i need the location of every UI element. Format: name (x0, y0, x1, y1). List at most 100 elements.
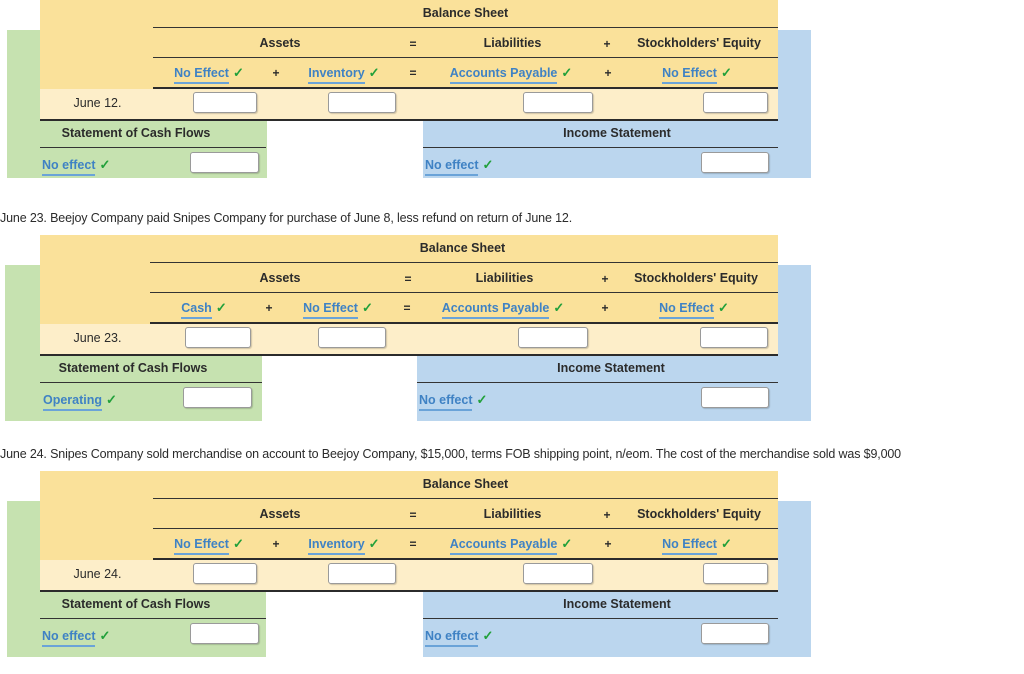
check-icon: ✓ (717, 300, 729, 315)
assets-header: Assets (259, 507, 301, 521)
plus-sign-liabilities: + (601, 301, 609, 315)
entry-date-label: June 23. (73, 331, 122, 345)
assets-amount-input[interactable] (193, 563, 257, 584)
equals-sign-header: = (409, 37, 417, 51)
balance-sheet-underline (153, 498, 778, 499)
cash-flows-effect-link[interactable]: No effect✓ (42, 156, 138, 176)
equity-account-link[interactable]: No Effect✓ (635, 299, 753, 319)
equals-sign-header: = (404, 272, 412, 286)
cash-flows-effect-link[interactable]: Operating✓ (43, 391, 143, 411)
entry-row-underline (40, 354, 778, 356)
transaction-block-june-24: June 24. Snipes Company sold merchandise… (0, 444, 1024, 674)
entry-row-panel (40, 89, 778, 121)
check-icon: ✓ (232, 536, 244, 551)
cash-flows-underline (40, 618, 266, 619)
cash-flows-effect-label: No effect (42, 158, 96, 176)
accounts-row-underline (150, 322, 778, 324)
check-icon: ✓ (368, 536, 380, 551)
income-statement-effect-link[interactable]: No effect✓ (425, 156, 521, 176)
assets-second-amount-input[interactable] (318, 327, 386, 348)
check-icon: ✓ (368, 65, 380, 80)
assets-account-link[interactable]: No Effect✓ (150, 535, 268, 555)
assets-second-amount-input[interactable] (328, 92, 396, 113)
liabilities-amount-input[interactable] (518, 327, 588, 348)
cash-flows-effect-link[interactable]: No effect✓ (42, 627, 138, 647)
check-icon: ✓ (553, 300, 565, 315)
assets-second-account-link[interactable]: Inventory✓ (288, 64, 400, 84)
income-statement-amount-input[interactable] (701, 152, 769, 173)
balance-sheet-title: Balance Sheet (422, 6, 509, 20)
balance-sheet-underline (150, 262, 778, 263)
equity-account-link[interactable]: No Effect✓ (638, 64, 756, 84)
assets-amount-input[interactable] (193, 92, 257, 113)
assets-second-account-label: Inventory (308, 66, 365, 84)
equals-sign-accounts: = (409, 66, 417, 80)
cash-flows-effect-label: No effect (42, 629, 96, 647)
liabilities-header: Liabilities (475, 271, 534, 285)
assets-second-account-label: Inventory (308, 537, 365, 555)
plus-sign-assets: + (272, 537, 280, 551)
plus-sign-header: + (601, 272, 609, 286)
liabilities-header: Liabilities (483, 36, 542, 50)
equity-amount-input[interactable] (700, 327, 768, 348)
entry-date-label: June 12. (73, 96, 122, 110)
check-icon: ✓ (482, 628, 494, 643)
assets-second-account-link[interactable]: Inventory✓ (288, 535, 400, 555)
equity-amount-input[interactable] (703, 92, 768, 113)
assets-second-account-link[interactable]: No Effect✓ (282, 299, 394, 319)
cash-flows-amount-input[interactable] (183, 387, 252, 408)
cash-flows-amount-input[interactable] (190, 623, 259, 644)
plus-sign-header: + (603, 508, 611, 522)
assets-account-link[interactable]: No Effect✓ (150, 64, 268, 84)
transaction-block-june-12: Balance Sheet Assets = Liabilities + Sto… (0, 0, 1024, 190)
income-statement-amount-input[interactable] (701, 387, 769, 408)
income-statement-title: Income Statement (563, 126, 671, 140)
income-statement-underline (423, 147, 778, 148)
cash-flows-title: Statement of Cash Flows (61, 126, 211, 140)
transaction-description: June 23. Beejoy Company paid Snipes Comp… (0, 211, 573, 225)
entry-row-panel (40, 324, 778, 356)
check-icon: ✓ (720, 65, 732, 80)
check-icon: ✓ (215, 300, 227, 315)
liabilities-amount-input[interactable] (523, 563, 593, 584)
cash-flows-title: Statement of Cash Flows (58, 361, 208, 375)
cash-flows-title: Statement of Cash Flows (61, 597, 211, 611)
transaction-description: June 24. Snipes Company sold merchandise… (0, 447, 901, 461)
check-icon: ✓ (232, 65, 244, 80)
assets-amount-input[interactable] (185, 327, 251, 348)
accounts-row-underline (153, 87, 778, 89)
income-statement-effect-link[interactable]: No effect✓ (425, 627, 521, 647)
entry-date-label: June 24. (73, 567, 122, 581)
check-icon: ✓ (361, 300, 373, 315)
equity-amount-input[interactable] (703, 563, 768, 584)
income-statement-effect-link[interactable]: No effect✓ (419, 391, 515, 411)
plus-sign-header: + (603, 37, 611, 51)
cash-flows-amount-input[interactable] (190, 152, 259, 173)
liabilities-account-label: Accounts Payable (449, 66, 558, 84)
plus-sign-liabilities: + (604, 66, 612, 80)
equity-account-label: No Effect (659, 301, 714, 319)
balance-sheet-title: Balance Sheet (419, 241, 506, 255)
balance-sheet-underline (153, 27, 778, 28)
assets-second-amount-input[interactable] (328, 563, 396, 584)
liabilities-account-link[interactable]: Accounts Payable✓ (428, 535, 594, 555)
assets-account-link[interactable]: Cash✓ (160, 299, 248, 319)
income-statement-effect-label: No effect (419, 393, 473, 411)
check-icon: ✓ (106, 392, 117, 407)
income-statement-amount-input[interactable] (701, 623, 769, 644)
balance-sheet-panel (40, 0, 778, 89)
income-statement-underline (423, 618, 778, 619)
check-icon: ✓ (482, 157, 494, 172)
liabilities-account-link[interactable]: Accounts Payable✓ (420, 299, 586, 319)
assets-second-account-label: No Effect (303, 301, 358, 319)
liabilities-account-link[interactable]: Accounts Payable✓ (428, 64, 594, 84)
liabilities-amount-input[interactable] (523, 92, 593, 113)
equity-account-link[interactable]: No Effect✓ (638, 535, 756, 555)
income-statement-effect-label: No effect (425, 158, 479, 176)
assets-header: Assets (259, 271, 301, 285)
assets-account-label: Cash (181, 301, 212, 319)
check-icon: ✓ (561, 536, 573, 551)
equity-header: Stockholders' Equity (637, 36, 761, 50)
liabilities-header: Liabilities (483, 507, 542, 521)
equity-account-label: No Effect (662, 66, 717, 84)
